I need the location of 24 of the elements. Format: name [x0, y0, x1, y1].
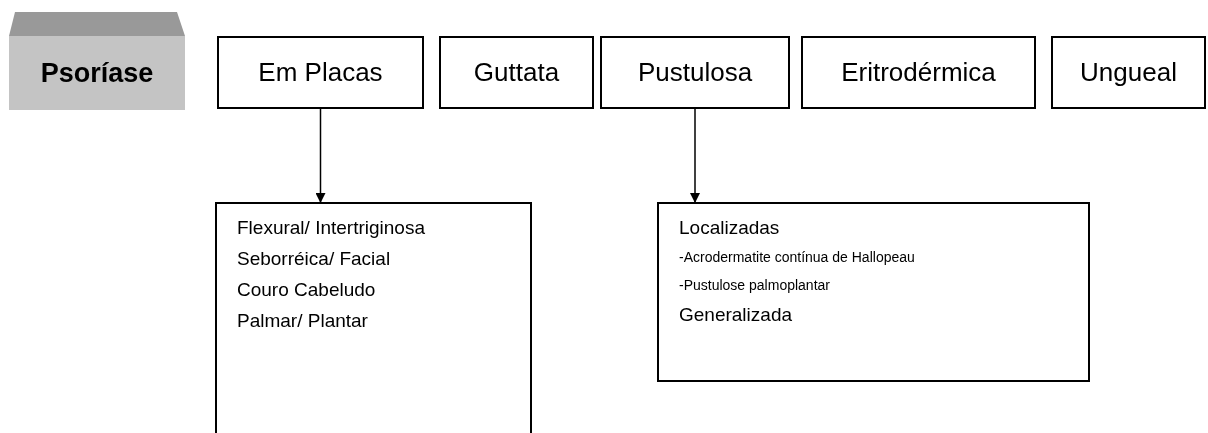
subtype-label: Pustulosa: [637, 56, 753, 89]
subtype-box: [1051, 36, 1206, 109]
variant-item: Flexural/ Intertriginosa: [237, 216, 426, 239]
variant-item: Localizadas: [679, 216, 781, 239]
variant-item: -Acrodermatite contínua de Hallopeau: [679, 248, 916, 267]
subtype-label: Em Placas: [258, 56, 383, 89]
variant-list-box: [657, 202, 1090, 382]
variant-item: -Pustulose palmoplantar: [679, 276, 831, 295]
variant-item: Seborréica/ Facial: [237, 247, 392, 270]
subtype-box: [217, 36, 424, 109]
arrow: [315, 108, 326, 203]
variant-item: Palmar/ Plantar: [237, 309, 369, 332]
category-label: Psoríase: [40, 56, 154, 90]
subtype-box: [439, 36, 594, 109]
variant-item: Couro Cabeludo: [237, 278, 377, 301]
subtype-box: [600, 36, 790, 109]
arrow: [690, 108, 700, 203]
subtype-label: Guttata: [473, 56, 560, 89]
subtype-label: Ungueal: [1080, 56, 1177, 89]
variant-item: Generalizada: [679, 303, 794, 326]
variant-list-box: [215, 202, 532, 433]
subtype-box: [801, 36, 1036, 109]
category-box: [9, 12, 185, 110]
subtype-label: Eritrodérmica: [841, 56, 996, 89]
